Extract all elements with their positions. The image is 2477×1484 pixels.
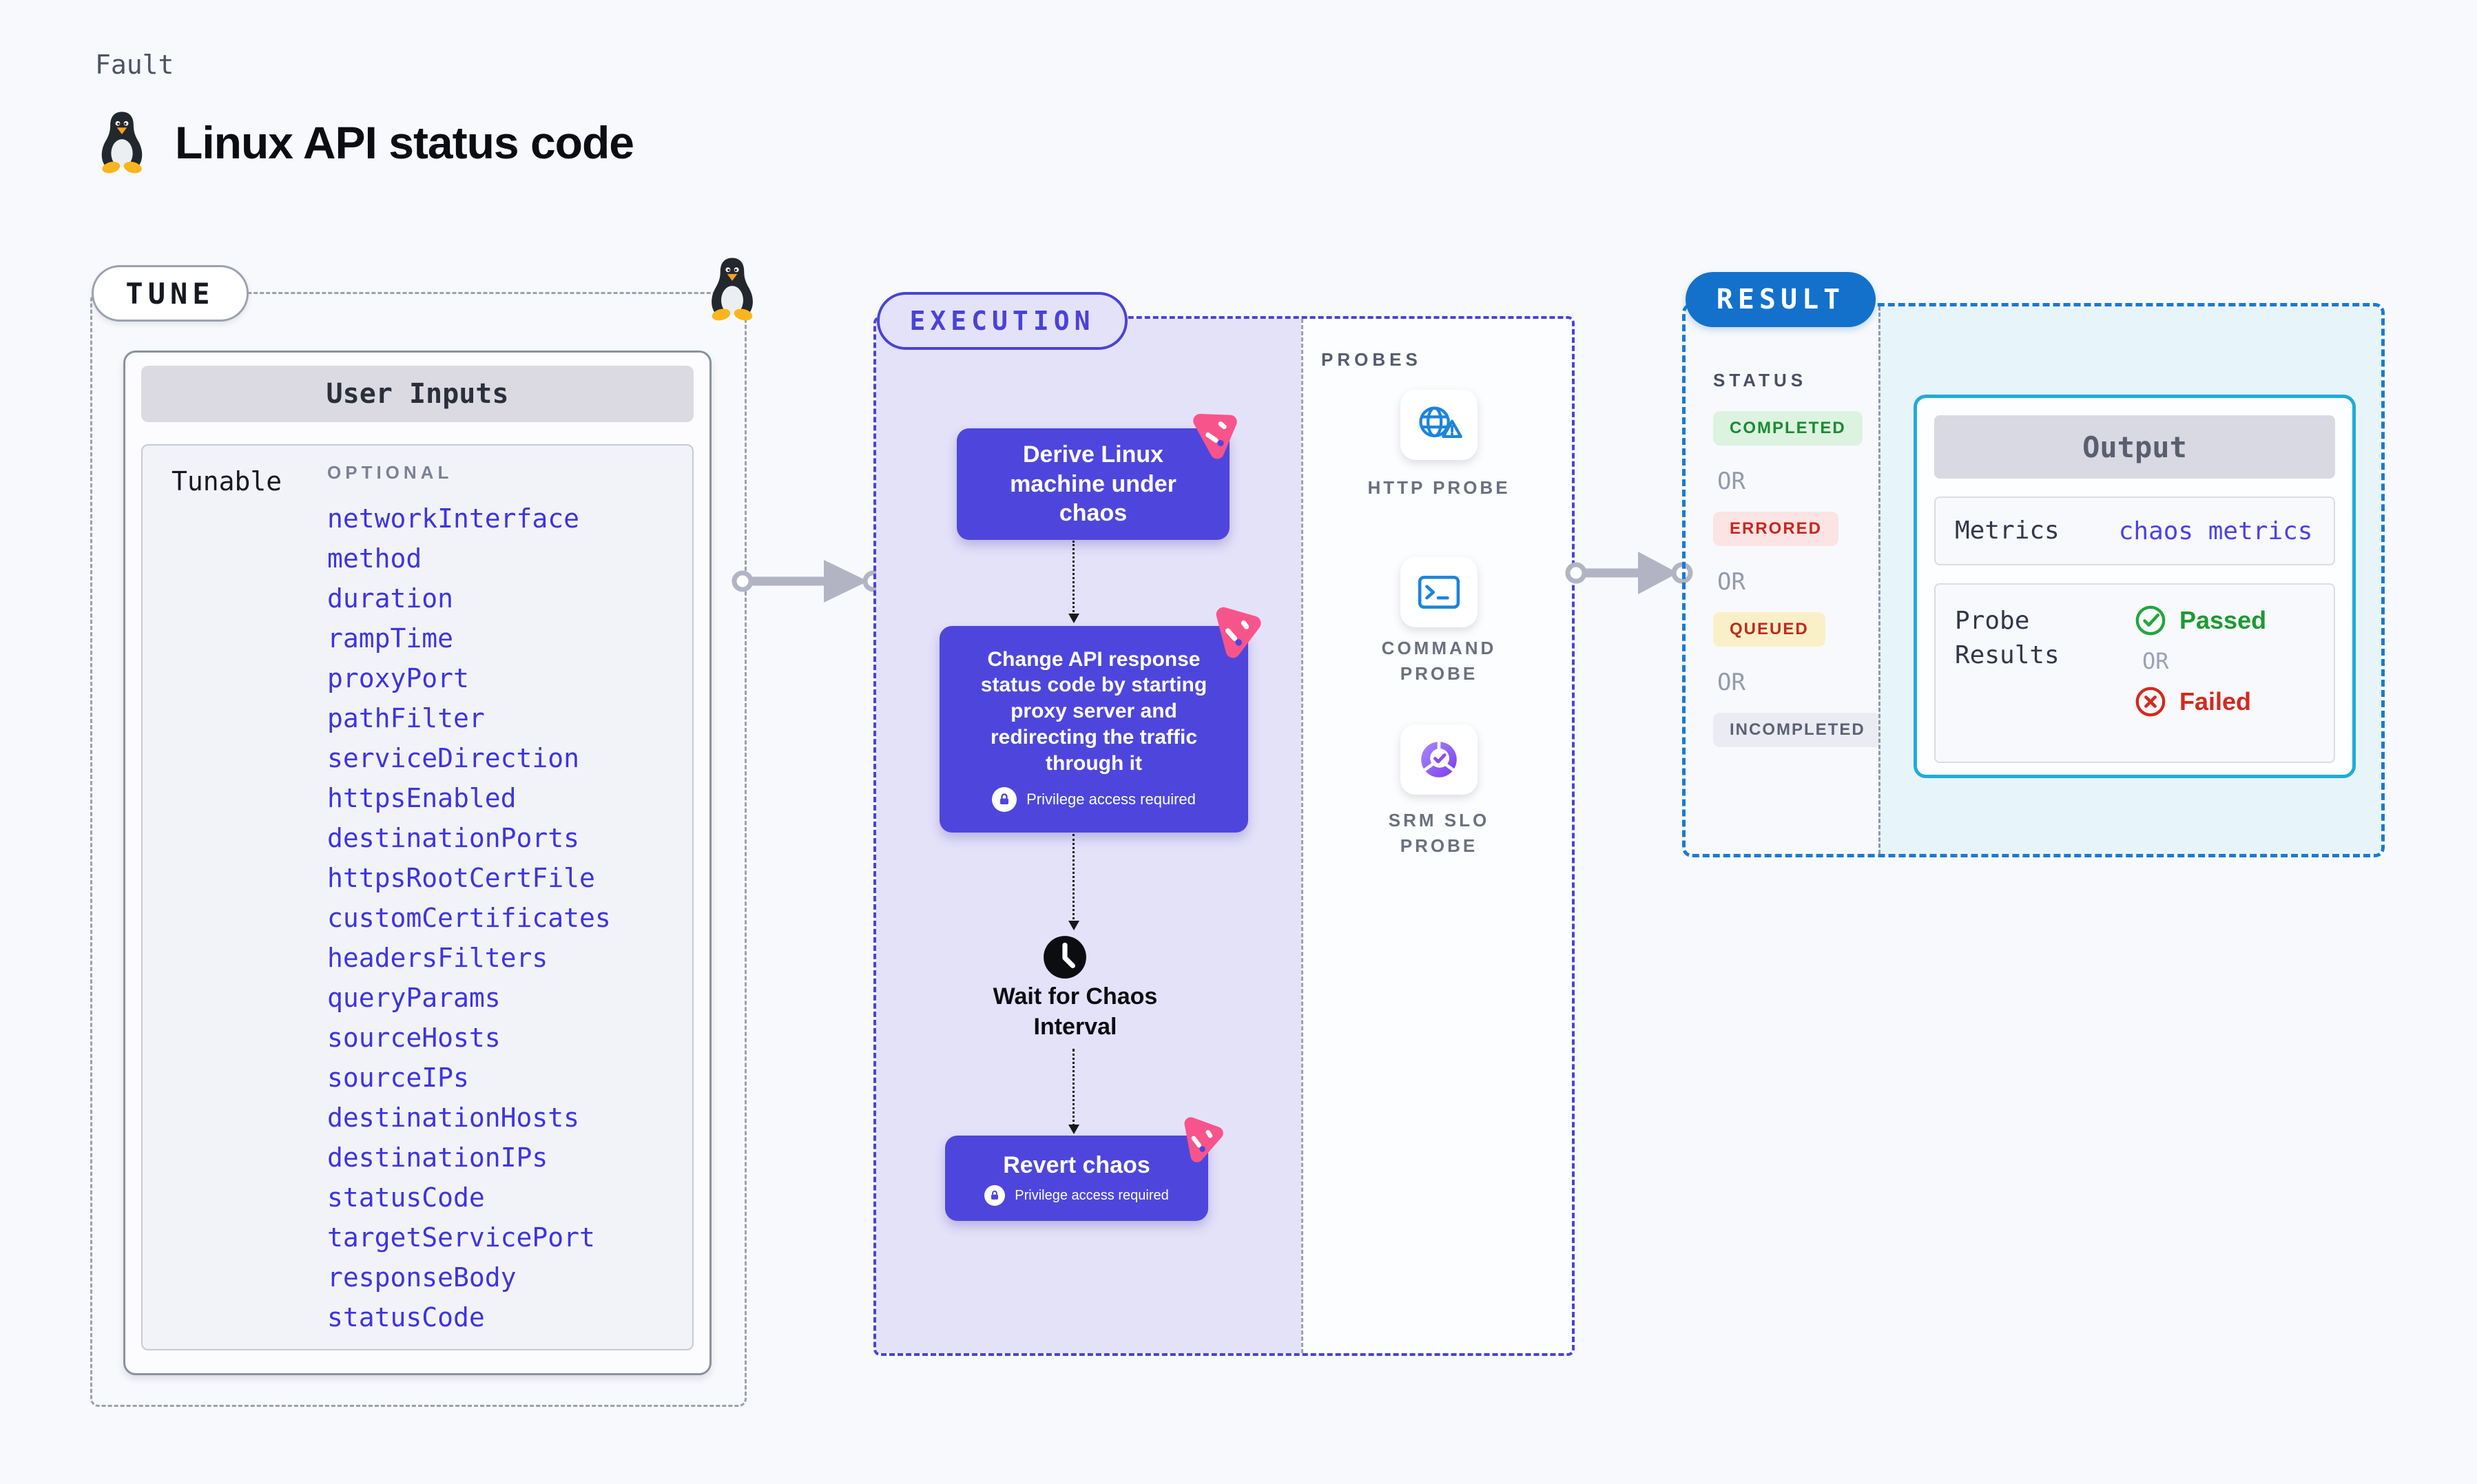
probe-label: COMMAND PROBE [1381, 638, 1497, 684]
optional-tunables-column: OPTIONAL networkInterface method duratio… [327, 462, 611, 1337]
or-label: OR [1717, 669, 1745, 696]
tunable-param-link[interactable]: targetServicePort [327, 1222, 595, 1253]
chaos-pinwheel-icon [1184, 405, 1245, 466]
probe-results-label: Probe Results [1955, 607, 2060, 669]
tunable-row-label: Tunable [172, 466, 282, 497]
execution-section: Derive Linux machine under chaos Change … [873, 316, 1575, 1356]
status-badges: COMPLETED OR ERRORED OR QUEUED OR INCOMP… [1713, 411, 1882, 747]
or-label: OR [1717, 568, 1745, 596]
privilege-note: Privilege access required [1026, 791, 1196, 808]
or-label: OR [1717, 468, 1745, 495]
flow-connector-arrow [1068, 541, 1079, 623]
tunable-param-link[interactable]: destinationIPs [327, 1142, 548, 1173]
tunable-param-link[interactable]: duration [327, 583, 454, 614]
privilege-note-row: Privilege access required [992, 787, 1196, 813]
step-derive-machine: Derive Linux machine under chaos [957, 428, 1230, 540]
status-section-label: STATUS [1713, 370, 1807, 390]
status-column: STATUS COMPLETED OR ERRORED OR QUEUED OR… [1686, 306, 1882, 854]
execution-pill: EXECUTION [877, 292, 1128, 350]
tunable-param-link[interactable]: proxyPort [327, 663, 469, 693]
http-probe-card[interactable] [1400, 390, 1478, 460]
result-section: STATUS COMPLETED OR ERRORED OR QUEUED OR… [1682, 303, 2385, 857]
tunable-param-link[interactable]: responseBody [327, 1262, 517, 1293]
tunable-param-link[interactable]: httpsRootCertFile [327, 863, 595, 893]
tunable-param-link[interactable]: customCertificates [327, 903, 611, 933]
command-probe-card[interactable] [1400, 557, 1478, 627]
probe-label: HTTP PROBE [1367, 477, 1511, 498]
optional-tag: OPTIONAL [327, 462, 453, 483]
status-badge-queued: QUEUED [1713, 612, 1825, 647]
chaos-pinwheel-icon [1169, 1110, 1230, 1171]
probe-label: SRM SLO PROBE [1388, 810, 1490, 856]
fault-eyebrow: Fault [95, 50, 174, 80]
probe-results-row: Probe Results Passed OR [1934, 583, 2335, 763]
tune-to-execution-arrow [732, 560, 884, 603]
privilege-note: Privilege access required [1015, 1187, 1169, 1203]
probe-results-values: Passed OR Failed [2134, 604, 2266, 718]
page-title-row: Linux API status code [96, 110, 634, 175]
srm-slo-probe-card[interactable] [1400, 724, 1478, 795]
step-text: Revert chaos [1003, 1151, 1150, 1178]
status-badge-incompleted: INCOMPLETED [1713, 713, 1882, 747]
http-probe-icon [1419, 406, 1462, 439]
tunable-param-link[interactable]: statusCode [327, 1182, 485, 1213]
metrics-row: Metrics chaos metrics [1934, 497, 2335, 565]
check-circle-icon [2135, 605, 2166, 636]
flow-connector-arrow [1068, 834, 1079, 930]
wait-clock-icon [1042, 934, 1088, 983]
privilege-note-row: Privilege access required [984, 1185, 1169, 1206]
lock-icon [984, 1185, 1006, 1206]
command-probe-icon [1418, 576, 1460, 609]
tunable-param-link[interactable]: httpsEnabled [327, 783, 517, 813]
execution-to-result-arrow [1565, 552, 1693, 594]
probes-section-label: PROBES [1321, 349, 1422, 370]
output-header: Output [1934, 415, 2335, 479]
user-inputs-header: User Inputs [141, 366, 694, 422]
tunable-param-link[interactable]: networkInterface [327, 503, 580, 534]
tunable-param-link[interactable]: queryParams [327, 983, 501, 1013]
tune-section [90, 292, 747, 1407]
tunables-list: Tunable OPTIONAL networkInterface method… [141, 444, 694, 1350]
tunable-param-link[interactable]: headersFilters [327, 943, 548, 973]
failed-label: Failed [2179, 687, 2252, 715]
passed-row: Passed [2134, 604, 2266, 637]
execution-flow-panel: Derive Linux machine under chaos Change … [876, 319, 1301, 1353]
tux-linux-icon-small [710, 258, 754, 322]
step-text: Change API response status code by start… [980, 647, 1208, 775]
tunable-param-link[interactable]: rampTime [327, 623, 454, 654]
status-badge-errored: ERRORED [1713, 512, 1839, 546]
chaos-metrics-link[interactable]: chaos metrics [2118, 516, 2313, 545]
step-revert-chaos: Revert chaos Privilege access required [945, 1136, 1208, 1221]
srm-slo-probe-icon [1421, 741, 1457, 777]
chaos-pinwheel-icon [1202, 600, 1267, 666]
output-panel: Output Metrics chaos metrics Probe Resul… [1878, 306, 2381, 854]
tune-pill: TUNE [92, 265, 249, 322]
wait-step-label: Wait for Chaos Interval [993, 983, 1158, 1040]
tunable-param-link[interactable]: sourceHosts [327, 1023, 501, 1053]
tunable-param-link[interactable]: serviceDirection [327, 743, 580, 773]
failed-row: Failed [2134, 685, 2266, 718]
probes-panel: PROBES HTTP PROBE [1301, 319, 1572, 1353]
tunable-param-link[interactable]: destinationPorts [327, 823, 580, 853]
tux-linux-icon [101, 112, 143, 175]
tunable-param-link[interactable]: pathFilter [327, 703, 485, 733]
lock-icon [992, 787, 1017, 813]
step-change-status-code: Change API response status code by start… [940, 626, 1248, 833]
x-circle-icon [2135, 687, 2166, 717]
step-text: Derive Linux machine under chaos [1010, 441, 1177, 527]
or-label: OR [2142, 648, 2169, 674]
metrics-label: Metrics [1955, 516, 2060, 545]
result-pill: RESULT [1686, 272, 1876, 327]
tunable-param-link[interactable]: destinationHosts [327, 1102, 580, 1133]
page-title: Linux API status code [175, 117, 634, 168]
output-card: Output Metrics chaos metrics Probe Resul… [1914, 395, 2356, 778]
tunable-param-link[interactable]: sourceIPs [327, 1063, 469, 1093]
tunable-param-link[interactable]: statusCode [327, 1302, 485, 1333]
status-badge-completed: COMPLETED [1713, 411, 1863, 446]
tunable-param-link[interactable]: method [327, 543, 422, 574]
passed-label: Passed [2179, 606, 2267, 634]
flow-connector-arrow [1068, 1049, 1079, 1134]
user-inputs-card: User Inputs Tunable OPTIONAL networkInte… [123, 351, 712, 1375]
